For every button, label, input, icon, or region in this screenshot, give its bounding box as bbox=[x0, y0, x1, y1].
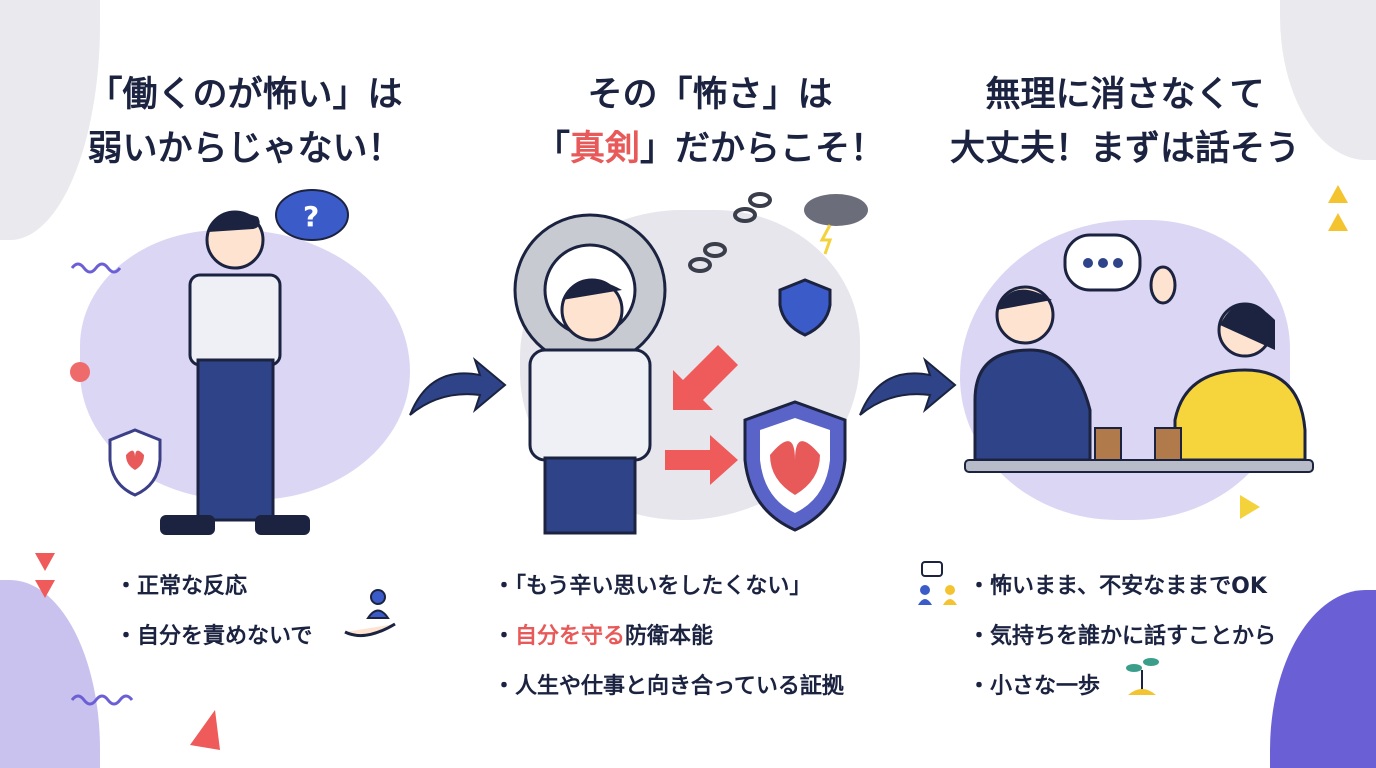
dot-decoration bbox=[70, 362, 90, 382]
storm-cloud-icon bbox=[804, 194, 868, 226]
ear-icon bbox=[1149, 265, 1177, 305]
title-line: 大丈夫！まずは話そう bbox=[949, 129, 1300, 169]
title-line: 無理に消さなくて bbox=[985, 75, 1265, 115]
panel2-bullets: ・「もう辛い思いをしたくない」 ・自分を守る防衛本能 ・人生や仕事と向き合ってい… bbox=[493, 562, 844, 712]
arrow-right-icon bbox=[665, 435, 738, 485]
panel3-title: 無理に消さなくて 大丈夫！まずは話そう bbox=[905, 68, 1345, 176]
panel1-bullets: ・正常な反応 ・自分を責めないで bbox=[115, 562, 312, 662]
bullet-dot: ・ bbox=[493, 624, 516, 649]
text: 「 bbox=[534, 129, 570, 169]
squiggle-decoration bbox=[70, 262, 122, 274]
coffee-cup-icon bbox=[1094, 427, 1122, 461]
title-line: 「真剣」だからこそ！ bbox=[490, 122, 930, 176]
text: 防衛本能 bbox=[625, 624, 714, 649]
worried-person-illustration: ? bbox=[160, 189, 349, 535]
sprout-icon bbox=[1126, 658, 1159, 695]
arrow-down-left-icon bbox=[673, 345, 738, 410]
people-chat-icon bbox=[918, 561, 957, 605]
bullet-item: ・正常な反応 bbox=[115, 574, 248, 599]
coffee-cup-icon bbox=[1154, 427, 1182, 461]
triangle-decoration bbox=[35, 553, 55, 598]
svg-text:?: ? bbox=[303, 200, 319, 233]
bullet-item: ・人生や仕事と向き合っている証拠 bbox=[493, 674, 844, 699]
title-line: 「働くのが怖い」は bbox=[87, 75, 403, 115]
panel1-title: 「働くのが怖い」は 弱いからじゃない！ bbox=[25, 68, 465, 176]
arrow-right-icon bbox=[409, 356, 507, 416]
title-line: 弱いからじゃない！ bbox=[87, 129, 403, 169]
shield-icon bbox=[778, 278, 832, 337]
highlight-text: 真剣 bbox=[569, 129, 640, 169]
bullet-item: ・自分を責めないで bbox=[115, 624, 313, 649]
bullet-item: ・怖いまま、不安なままでOK bbox=[968, 574, 1267, 599]
triangle-decoration bbox=[1328, 185, 1348, 231]
highlight-text: 自分を守る bbox=[515, 624, 626, 649]
bullet-item: ・気持ちを誰かに話すことから bbox=[968, 624, 1277, 649]
text: 」だからこそ！ bbox=[640, 129, 886, 169]
conversation-illustration bbox=[964, 233, 1314, 473]
panel2-title: その「怖さ」は 「真剣」だからこそ！ bbox=[490, 68, 930, 176]
bullet-item: ・小さな一歩 bbox=[968, 674, 1101, 699]
bullet-item: ・自分を守る防衛本能 bbox=[493, 612, 844, 662]
title-line: その「怖さ」は bbox=[587, 75, 833, 115]
bullet-item: ・「もう辛い思いをしたくない」 bbox=[493, 574, 812, 599]
arrow-right-icon bbox=[859, 356, 957, 416]
panel3-bullets: ・怖いまま、不安なままでOK ・気持ちを誰かに話すことから ・小さな一歩 bbox=[968, 562, 1276, 712]
broken-chain-icon bbox=[688, 192, 772, 273]
hand-person-icon bbox=[344, 589, 396, 638]
